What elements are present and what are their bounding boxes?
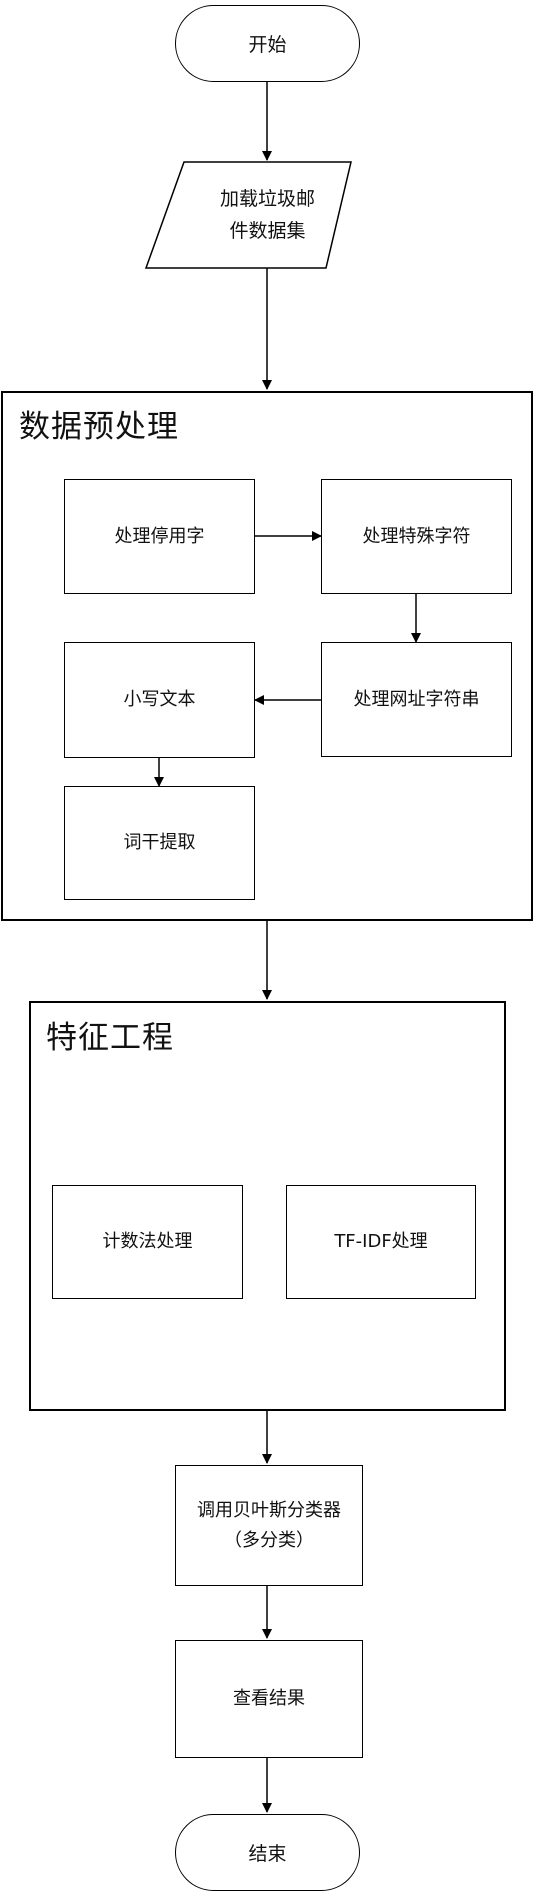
method-tfidf: TF-IDF处理: [286, 1185, 476, 1299]
step-stemming: 词干提取: [64, 786, 255, 900]
step-lowercase: 小写文本: [64, 642, 255, 758]
step-stemming-label: 词干提取: [123, 832, 196, 853]
start-terminal: 开始: [175, 5, 360, 82]
end-terminal: 结束: [175, 1814, 360, 1891]
classifier-node: 调用贝叶斯分类器 （多分类）: [175, 1465, 363, 1586]
load-dataset-label: 加载垃圾邮 件数据集: [219, 188, 315, 242]
step-special-chars-label: 处理特殊字符: [362, 525, 471, 547]
view-results-label: 查看结果: [233, 1688, 305, 1709]
load-dataset-node: 加载垃圾邮 件数据集: [175, 166, 360, 264]
classifier-label: 调用贝叶斯分类器 （多分类）: [197, 1499, 341, 1551]
preprocessing-title: 数据预处理: [19, 409, 179, 445]
start-label: 开始: [248, 34, 287, 56]
load-dataset-shape: [144, 161, 352, 269]
feature-engineering-title: 特征工程: [46, 1020, 174, 1056]
method-count-label: 计数法处理: [102, 1231, 193, 1252]
view-results-node: 查看结果: [175, 1640, 363, 1758]
step-stopwords-label: 处理停用字: [114, 525, 205, 547]
method-count: 计数法处理: [52, 1185, 243, 1299]
end-label: 结束: [248, 1843, 287, 1865]
method-tfidf-label: TF-IDF处理: [334, 1231, 428, 1252]
step-urls: 处理网址字符串: [321, 642, 512, 757]
step-lowercase-label: 小写文本: [123, 689, 196, 710]
step-special-chars: 处理特殊字符: [321, 479, 512, 594]
step-stopwords: 处理停用字: [64, 479, 255, 594]
preprocessing-group: [1, 391, 533, 921]
step-urls-label: 处理网址字符串: [353, 688, 480, 710]
feature-engineering-group: [29, 1001, 506, 1411]
